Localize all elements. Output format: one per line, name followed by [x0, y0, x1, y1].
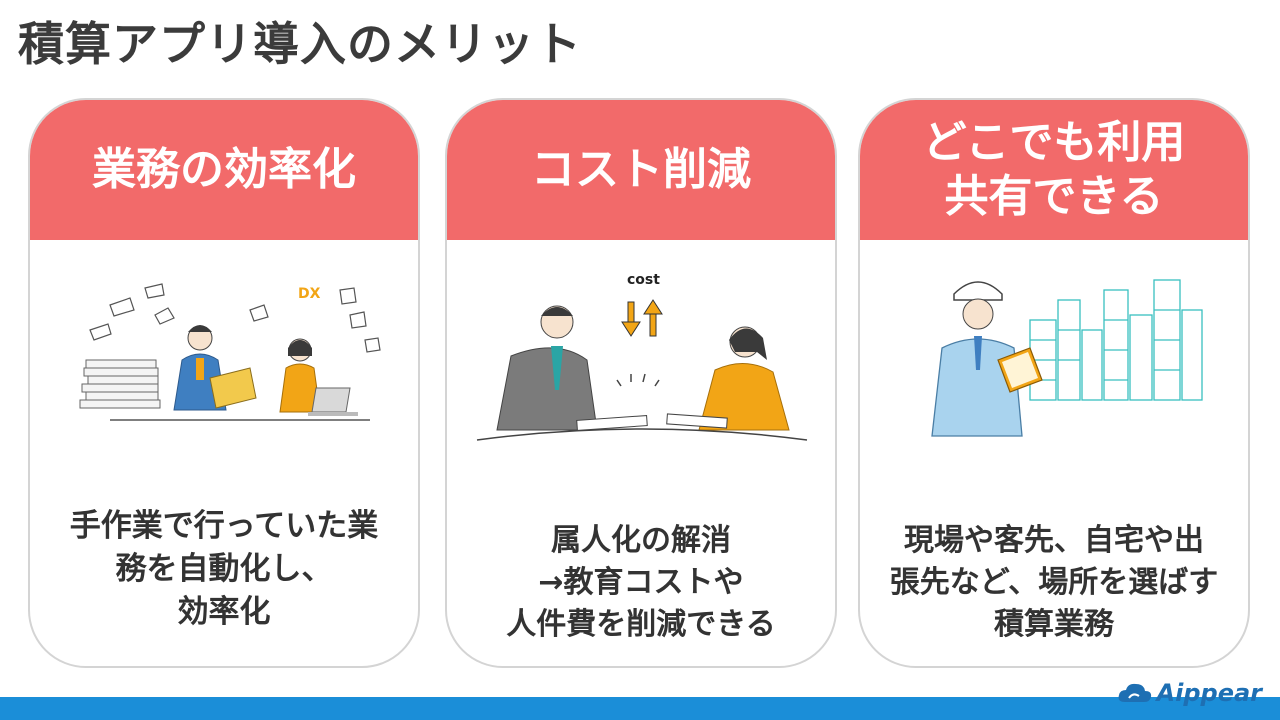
arrow-down-icon — [621, 301, 641, 337]
cloud-logo-icon — [1118, 683, 1151, 702]
card-header-text: コスト削減 — [531, 144, 751, 195]
cost-label: cost — [627, 272, 660, 288]
meeting-illustration: cost — [476, 272, 808, 441]
card-description: 現場や客先、自宅や出 張先など、場所を選ばす 積算業務 — [860, 520, 1248, 646]
desc-line: 積算業務 — [994, 607, 1114, 642]
brand-name: Aippear — [1156, 679, 1262, 707]
card-header-text: どこでも利用 — [922, 117, 1186, 168]
desc-line: →教育コストや — [538, 565, 744, 600]
page-title: 積算アプリ導入のメリット — [18, 17, 582, 71]
desc-line: 効率化 — [177, 594, 271, 630]
card-header: コスト削減 — [447, 100, 835, 240]
desc-line: 手作業で行っていた業 — [69, 508, 379, 544]
merit-card-efficiency: 業務の効率化 DX — [28, 98, 420, 668]
desc-line: 人件費を削減できる — [506, 607, 776, 642]
card-header: 業務の効率化 — [30, 100, 418, 240]
office-workers-illustration: DX — [79, 283, 381, 421]
card-description: 手作業で行っていた業 務を自動化し、 効率化 — [30, 505, 418, 634]
brand-logo: Aippear — [1117, 679, 1262, 707]
arrow-up-icon — [643, 299, 663, 337]
footer-bar — [0, 697, 1280, 720]
card-header: どこでも利用 共有できる — [860, 100, 1248, 240]
merit-card-cost-reduction: コスト削減 cost — [445, 98, 837, 668]
construction-worker-illustration — [931, 279, 1203, 437]
desc-line: 張先など、場所を選ばす — [889, 565, 1219, 600]
desc-line: 現場や客先、自宅や出 — [904, 523, 1204, 558]
card-description: 属人化の解消 →教育コストや 人件費を削減できる — [447, 520, 835, 646]
desc-line: 属人化の解消 — [551, 523, 731, 558]
desc-line: 務を自動化し、 — [115, 551, 333, 587]
svg-text:DX: DX — [298, 286, 321, 302]
card-header-text: 業務の効率化 — [92, 144, 356, 195]
merit-card-anywhere-sharing: どこでも利用 共有できる — [858, 98, 1250, 668]
card-header-text: 共有できる — [944, 171, 1164, 222]
